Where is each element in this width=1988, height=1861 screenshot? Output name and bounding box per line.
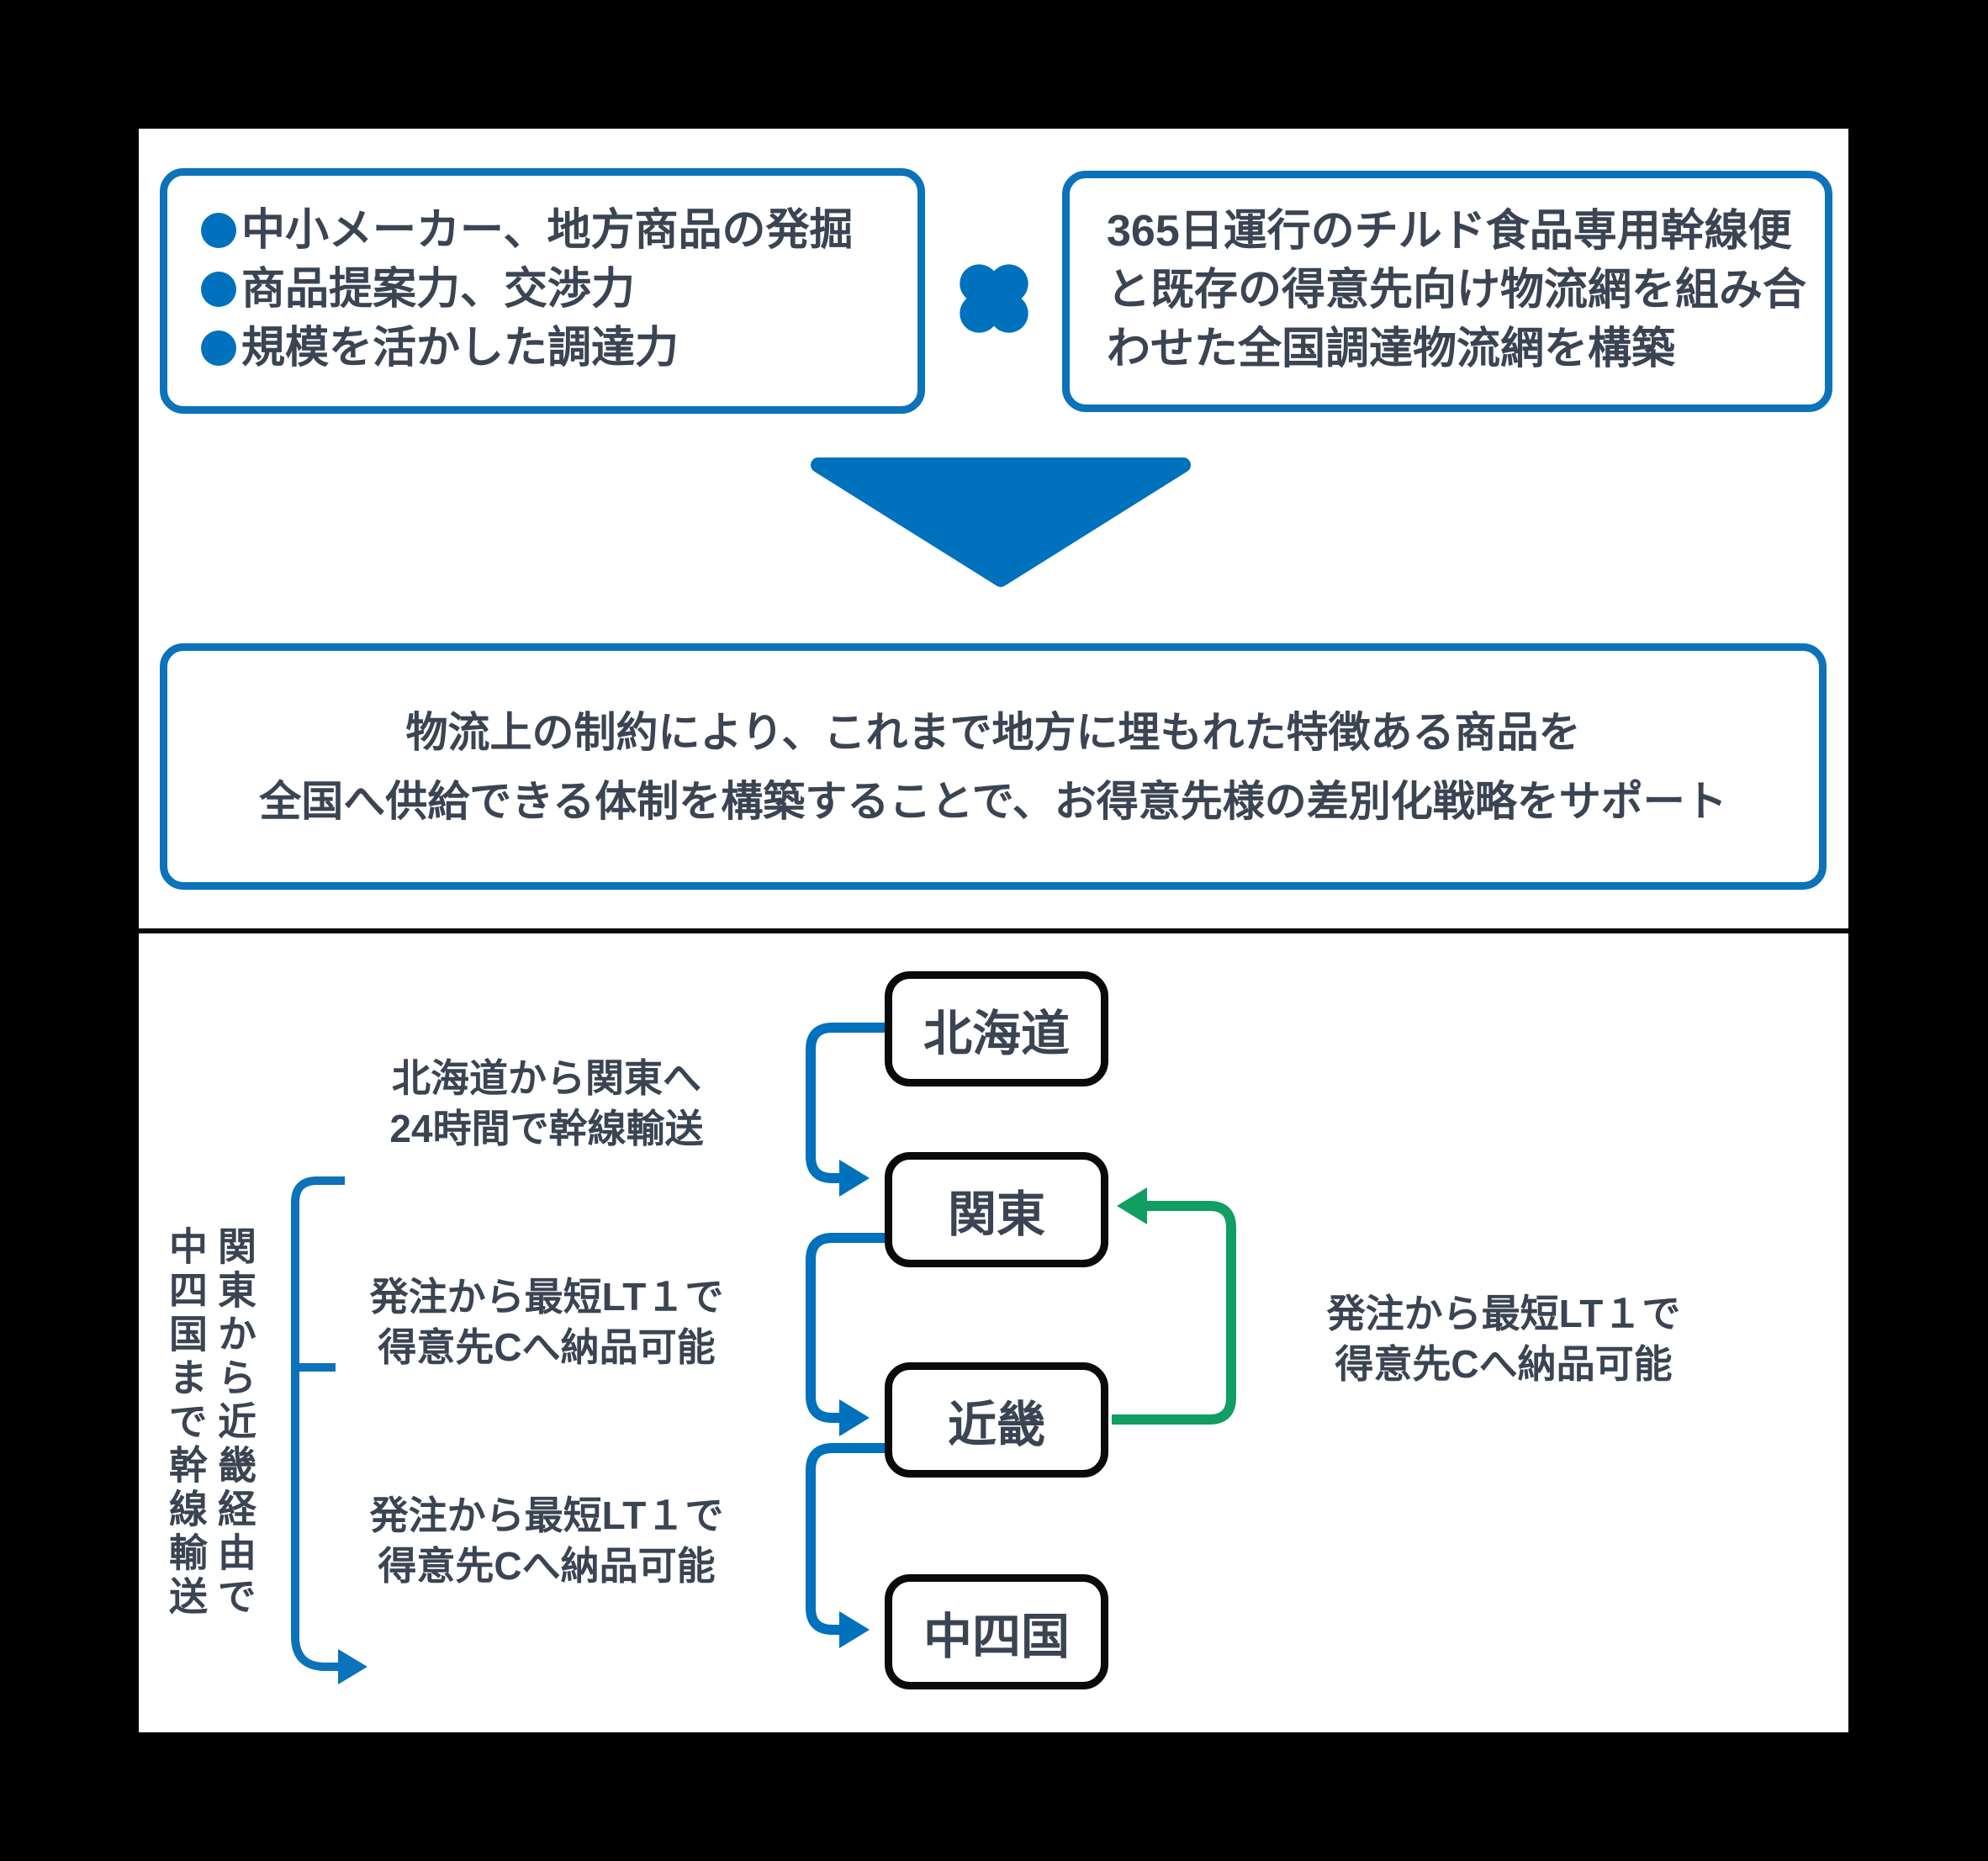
vertical-label-column: 関東から近畿経由で [213,1226,256,1620]
vertical-label-column: 中四国まで幹線輸送 [164,1226,208,1620]
node-label: 近畿 [947,1397,1045,1452]
logistics-network-box: 365日運行のチルド食品専用幹線便 と既存の得意先向け物流網を組み合 わせた全国… [1062,171,1832,412]
bracket-vertical-label: 関東から近畿経由で 中四国まで幹線輸送 [161,1226,259,1630]
summary-box: 物流上の制約により、これまで地方に埋もれた特徴ある商品を 全国へ供給できる体制を… [160,643,1827,890]
label-line: 発注から最短LT１で [369,1494,724,1537]
label-line: 北海道から関東へ [392,1056,701,1100]
list-item: 規模を活かした調達力 [201,319,909,378]
logistics-line: 365日運行のチルド食品専用幹線便 [1107,207,1792,256]
node-label: 関東 [947,1187,1045,1242]
label-line: 発注から最短LT１で [369,1275,724,1319]
summary-line: 全国へ供給できる体制を構築することで、お得意先様の差別化戦略をサポート [259,777,1727,825]
node-hokkaido: 北海道 [885,971,1108,1086]
node-label: 北海道 [923,1006,1070,1061]
logistics-line: わせた全国調達物流網を構築 [1107,325,1676,373]
list-item-label: 中小メーカー、地方商品の発掘 [241,206,854,255]
label-kanto-kinki: 発注から最短LT１で 得意先Cへ納品可能 [353,1272,740,1372]
label-line: 得意先Cへ納品可能 [378,1544,716,1588]
list-item-label: 商品提案力、交渉力 [241,265,636,314]
logistics-line: と既存の得意先向け物流網を組み合 [1107,266,1807,315]
label-green-route: 発注から最短LT１で 得意先Cへ納品可能 [1302,1288,1705,1389]
node-label: 中四国 [923,1609,1070,1664]
bullet-icon [201,213,236,248]
label-line: 得意先Cへ納品可能 [378,1325,716,1369]
list-item: 商品提案力、交渉力 [201,260,909,319]
node-kinki: 近畿 [885,1362,1108,1478]
strengths-box: 中小メーカー、地方商品の発掘 商品提案力、交渉力 規模を活かした調達力 [160,168,925,414]
summary-line: 物流上の制約により、これまで地方に埋もれた特徴ある商品を [405,708,1581,756]
list-item: 中小メーカー、地方商品の発掘 [201,201,909,260]
node-chushikoku: 中四国 [885,1574,1108,1689]
label-line: 24時間で幹線輸送 [389,1107,704,1150]
label-kinki-chushikoku: 発注から最短LT１で 得意先Cへ納品可能 [353,1490,740,1591]
list-item-label: 規模を活かした調達力 [241,324,679,373]
bullet-icon [201,330,236,366]
node-kanto: 関東 [885,1152,1108,1267]
section-divider [139,928,1848,933]
label-hokkaido-kanto: 北海道から関東へ 24時間で幹線輸送 [353,1053,740,1154]
label-line: 発注から最短LT１で [1326,1292,1681,1335]
bullet-icon [201,272,236,307]
label-line: 得意先Cへ納品可能 [1335,1342,1673,1386]
